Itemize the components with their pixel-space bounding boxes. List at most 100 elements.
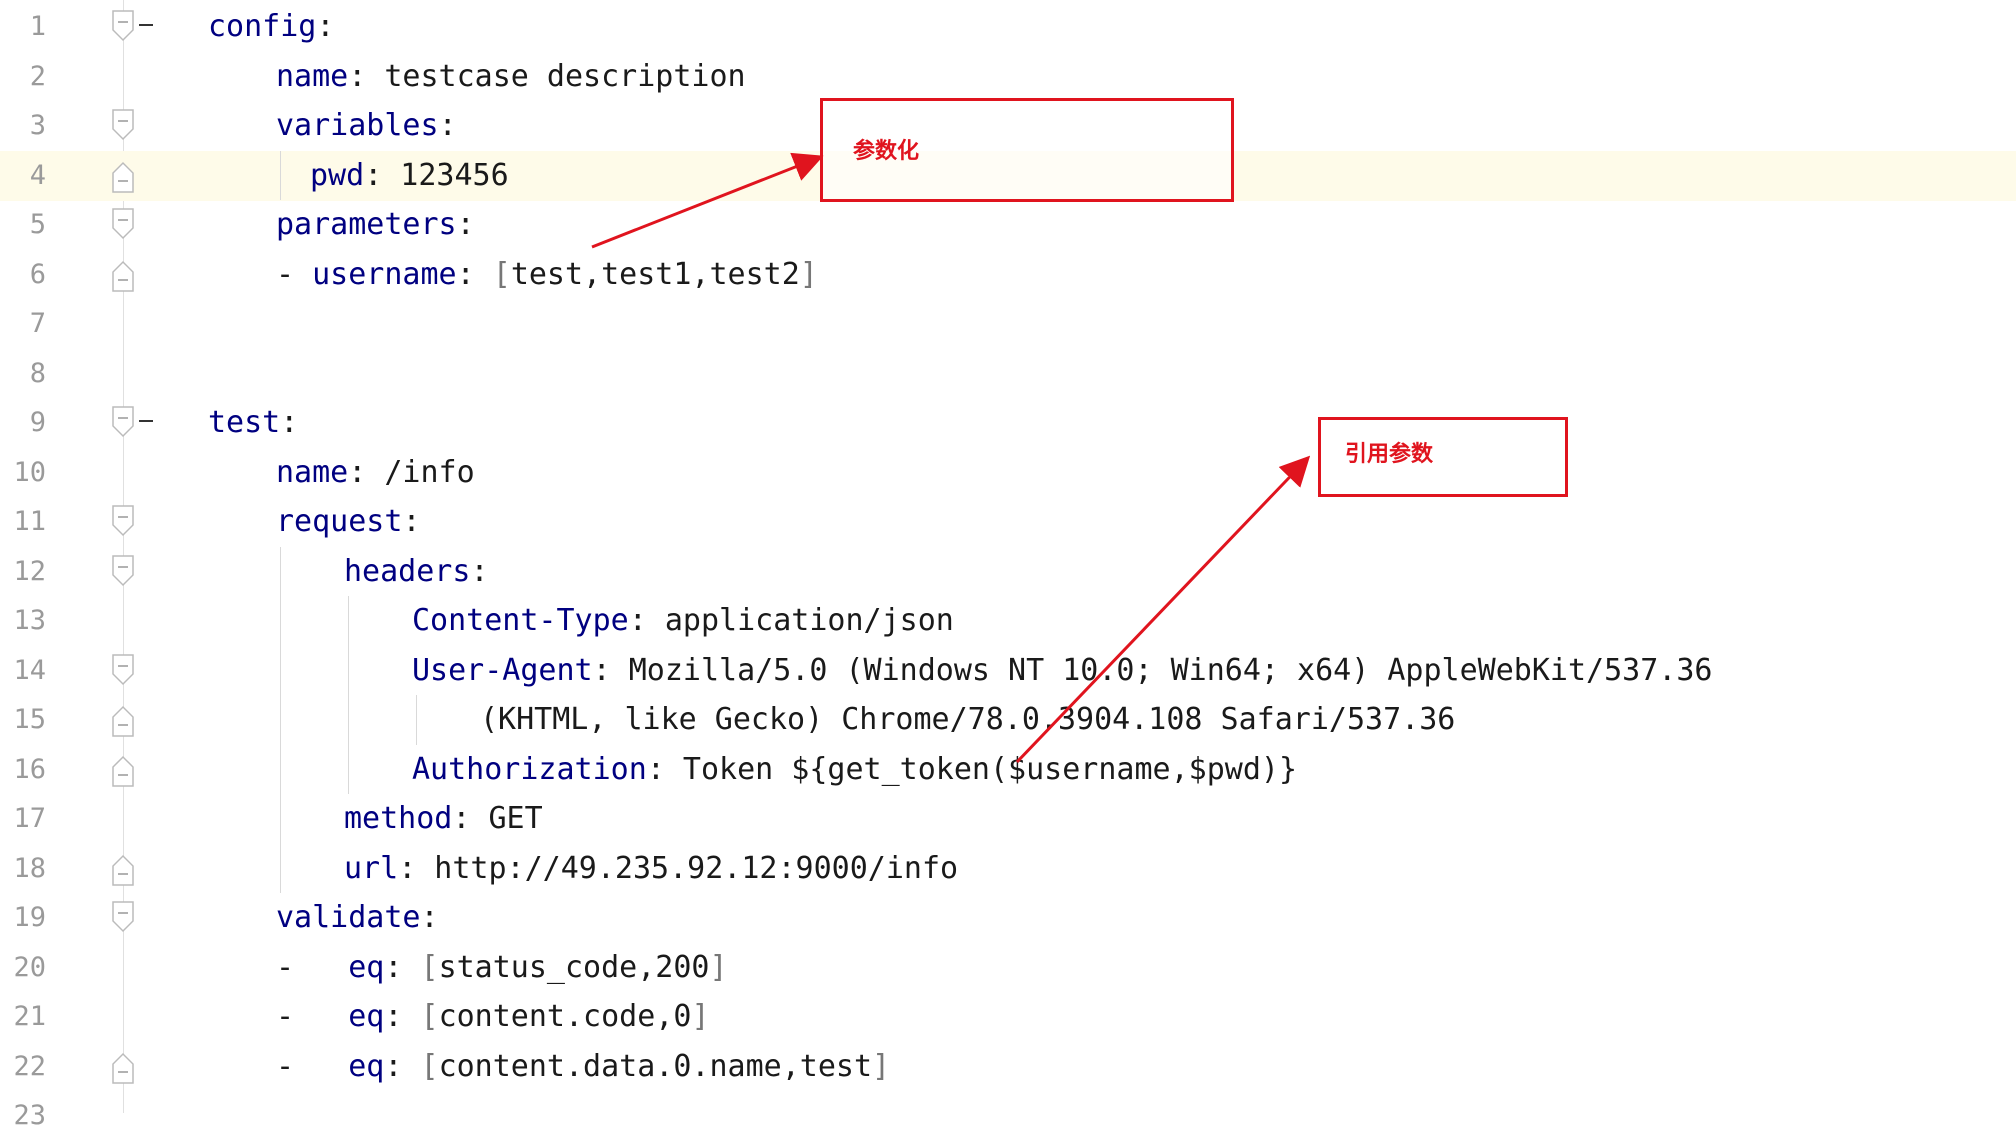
line-number: 21 bbox=[13, 1001, 46, 1032]
yaml-value: : http://49.235.92.12:9000/info bbox=[398, 850, 959, 886]
yaml-value: : testcase description bbox=[348, 58, 746, 94]
yaml-value: : bbox=[456, 256, 493, 292]
yaml-value: ] bbox=[799, 256, 818, 292]
yaml-key: Content-Type bbox=[412, 603, 629, 638]
yaml-value: : bbox=[438, 108, 457, 143]
yaml-key: variables bbox=[276, 108, 439, 143]
line-number: 4 bbox=[29, 159, 46, 191]
yaml-value: test,test1,test2 bbox=[510, 256, 800, 292]
code-text: User-Agent: Mozilla/5.0 (Windows NT 10.0… bbox=[412, 646, 1712, 696]
code-text: (KHTML, like Gecko) Chrome/78.0.3904.108… bbox=[480, 695, 1455, 745]
fold-toggle-icon[interactable] bbox=[112, 554, 134, 589]
line-number: 14 bbox=[13, 654, 46, 686]
code-text: test: bbox=[208, 398, 298, 448]
yaml-key: name bbox=[276, 454, 349, 490]
yaml-value: [ bbox=[420, 999, 439, 1034]
line-number: 13 bbox=[13, 605, 46, 636]
yaml-value: - bbox=[276, 949, 349, 985]
fold-end-icon[interactable] bbox=[112, 258, 134, 292]
line-number: 6 bbox=[29, 258, 46, 290]
code-line[interactable]: 11 request: bbox=[0, 497, 2016, 547]
code-text: validate: bbox=[276, 893, 439, 943]
code-line[interactable]: 7 bbox=[0, 299, 2016, 349]
yaml-key: request bbox=[276, 504, 403, 539]
code-text: - username: [test,test1,test2] bbox=[276, 250, 818, 300]
yaml-value: : bbox=[384, 999, 421, 1034]
line-number: 20 bbox=[13, 951, 46, 983]
yaml-key: config bbox=[208, 9, 317, 44]
fold-toggle-icon[interactable] bbox=[112, 653, 134, 688]
yaml-value: : bbox=[470, 553, 489, 589]
yaml-value: : bbox=[456, 207, 475, 242]
code-line[interactable]: 8 bbox=[0, 349, 2016, 399]
code-text: parameters: bbox=[276, 200, 475, 250]
yaml-key: test bbox=[208, 405, 281, 440]
fold-end-icon[interactable] bbox=[112, 852, 134, 886]
code-text: headers: bbox=[344, 547, 489, 597]
yaml-key: method bbox=[344, 801, 453, 836]
yaml-key: User-Agent bbox=[412, 652, 593, 688]
code-text: url: http://49.235.92.12:9000/info bbox=[344, 844, 958, 894]
fold-end-icon[interactable] bbox=[112, 1050, 134, 1084]
fold-end-icon[interactable] bbox=[112, 703, 134, 737]
indent-guide bbox=[280, 546, 281, 893]
fold-dash-icon bbox=[139, 24, 153, 26]
fold-toggle-icon[interactable] bbox=[112, 10, 134, 44]
code-line[interactable]: 21- eq: [content.code,0] bbox=[0, 992, 2016, 1042]
yaml-key: pwd bbox=[310, 157, 365, 193]
yaml-key: eq bbox=[348, 949, 385, 985]
yaml-key: username bbox=[312, 256, 457, 292]
fold-toggle-icon[interactable] bbox=[112, 901, 134, 935]
annotation-box-parameterize: 参数化 bbox=[820, 98, 1234, 202]
code-line[interactable]: 15(KHTML, like Gecko) Chrome/78.0.3904.1… bbox=[0, 695, 2016, 745]
line-number: 11 bbox=[13, 506, 46, 537]
code-text: request: bbox=[276, 497, 421, 547]
fold-end-icon[interactable] bbox=[112, 753, 134, 787]
line-number: 9 bbox=[29, 407, 46, 438]
yaml-key: validate bbox=[276, 900, 421, 935]
yaml-value: : bbox=[280, 405, 299, 440]
code-text: variables: bbox=[276, 101, 457, 151]
annotation-arrows bbox=[591, 152, 1311, 764]
yaml-value: ] bbox=[691, 999, 710, 1034]
fold-toggle-icon[interactable] bbox=[112, 505, 134, 539]
yaml-value: : Mozilla/5.0 (Windows NT 10.0; Win64; x… bbox=[592, 652, 1713, 688]
yaml-value: content.data.0.name,test bbox=[438, 1048, 873, 1084]
yaml-value: (KHTML, like Gecko) Chrome/78.0.3904.108… bbox=[480, 702, 1456, 737]
yaml-key: parameters bbox=[276, 207, 457, 242]
code-line[interactable]: 22- eq: [content.data.0.name,test] bbox=[0, 1042, 2016, 1092]
yaml-key: eq bbox=[348, 999, 385, 1034]
fold-end-icon[interactable] bbox=[112, 159, 134, 193]
yaml-value: [ bbox=[492, 256, 511, 292]
code-text: method: GET bbox=[344, 794, 543, 844]
indent-guide bbox=[348, 596, 349, 794]
code-line[interactable]: 14 User-Agent: Mozilla/5.0 (Windows NT 10… bbox=[0, 646, 2016, 696]
code-line[interactable]: 12 headers: bbox=[0, 547, 2016, 597]
fold-toggle-icon[interactable] bbox=[112, 109, 134, 143]
code-line[interactable]: 6 - username: [test,test1,test2] bbox=[0, 250, 2016, 300]
line-number: 12 bbox=[13, 555, 46, 587]
yaml-value: : GET bbox=[452, 801, 543, 836]
line-number: 1 bbox=[29, 11, 46, 42]
line-number: 10 bbox=[13, 456, 46, 488]
indent-guide bbox=[416, 695, 417, 745]
yaml-value: : bbox=[402, 504, 421, 539]
code-line[interactable]: 20- eq: [status_code,200] bbox=[0, 943, 2016, 993]
arrow-to-reference bbox=[1015, 455, 1311, 764]
yaml-value: : Token ${get_token($username,$pwd)} bbox=[646, 751, 1298, 787]
fold-toggle-icon[interactable] bbox=[112, 208, 134, 242]
fold-toggle-icon[interactable] bbox=[112, 406, 134, 440]
code-line[interactable]: 9 test: bbox=[0, 398, 2016, 448]
annotation-box-reference: 引用参数 bbox=[1318, 417, 1568, 497]
